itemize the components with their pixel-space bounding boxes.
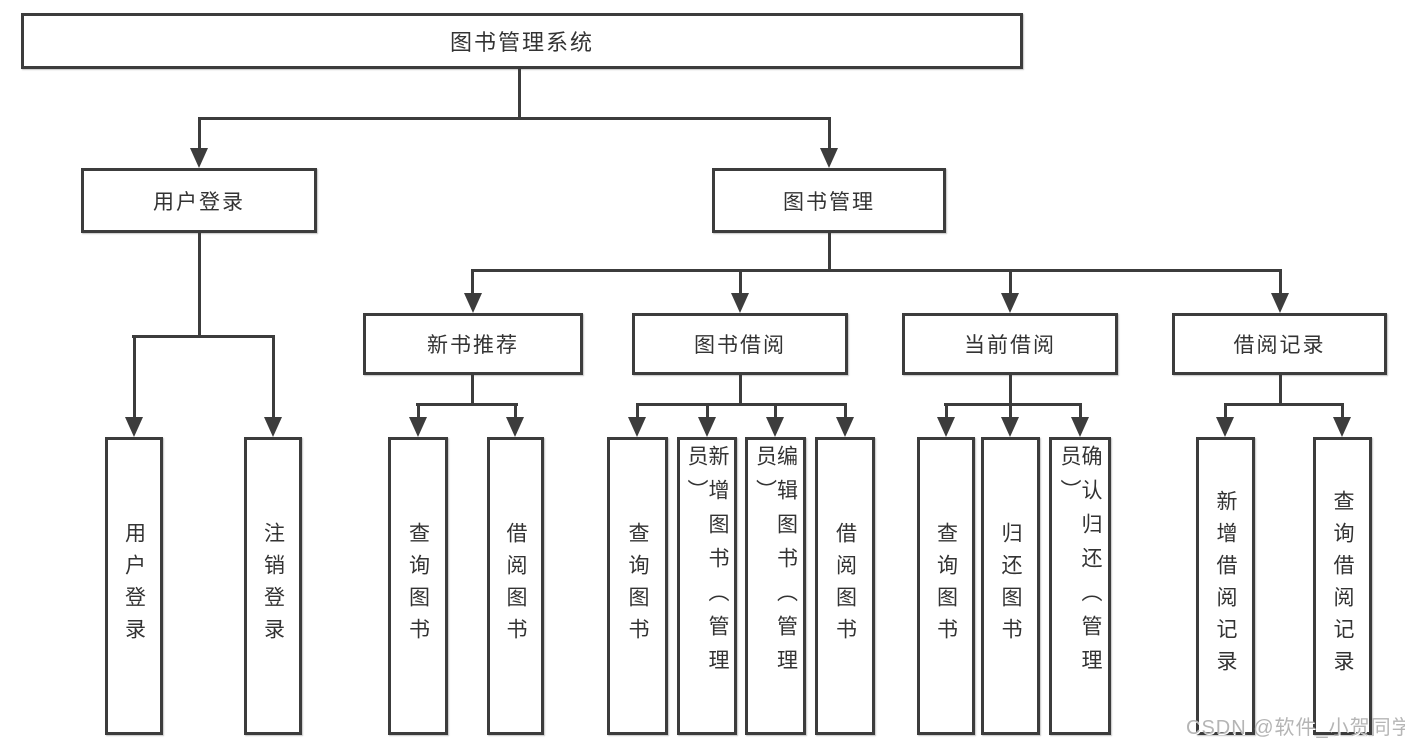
arrow-down-icon bbox=[264, 417, 282, 437]
connector-level2-rail bbox=[198, 117, 831, 120]
connector-records-stem bbox=[1279, 375, 1282, 406]
connector-drop-leaf bbox=[945, 403, 948, 420]
arrow-down-icon bbox=[506, 417, 524, 437]
node-book-borrow: 图书借阅 bbox=[632, 313, 848, 375]
node-label: 归还图书 bbox=[999, 522, 1022, 650]
connector-current-rail bbox=[944, 403, 1082, 406]
arrow-down-icon bbox=[698, 417, 716, 437]
arrow-down-icon bbox=[190, 148, 208, 168]
node-label: 用户登录 bbox=[122, 522, 146, 650]
connector-user-login-stem bbox=[198, 232, 201, 338]
connector-recommend-rail bbox=[416, 403, 518, 406]
node-label: 图书管理系统 bbox=[449, 30, 594, 55]
csdn-watermark: CSDN @软件_小贺同学 bbox=[1186, 717, 1405, 739]
connector-root-stem bbox=[518, 69, 521, 119]
connector-drop-leaf bbox=[417, 403, 420, 420]
arrow-down-icon bbox=[1333, 417, 1351, 437]
node-label: 图书借阅 bbox=[694, 334, 786, 357]
arrow-down-icon bbox=[1001, 417, 1019, 437]
leaf-borrow-books-recommend: 借阅图书 bbox=[487, 437, 544, 735]
node-label: 新书推荐 bbox=[427, 334, 519, 357]
leaf-logout: 注销登录 bbox=[244, 437, 302, 735]
arrow-down-icon bbox=[820, 148, 838, 168]
connector-drop-leaf bbox=[706, 403, 709, 420]
arrow-down-icon bbox=[766, 417, 784, 437]
connector-drop-leaf bbox=[1009, 403, 1012, 420]
leaf-edit-books-admin: 编辑图书（管理员） bbox=[745, 437, 806, 735]
node-root-library-system: 图书管理系统 bbox=[21, 13, 1023, 69]
arrow-down-icon bbox=[731, 293, 749, 313]
arrow-down-icon bbox=[1216, 417, 1234, 437]
connector-recommend-stem bbox=[471, 375, 474, 406]
node-new-book-recommend: 新书推荐 bbox=[363, 313, 583, 375]
leaf-query-borrow-record: 查询借阅记录 bbox=[1313, 437, 1372, 735]
node-label: 查询图书 bbox=[626, 522, 649, 650]
node-label: 注销登录 bbox=[261, 522, 285, 650]
connector-user-login-rail bbox=[132, 335, 275, 338]
node-label: 借阅图书 bbox=[504, 522, 527, 650]
leaf-borrow-books: 借阅图书 bbox=[815, 437, 875, 735]
arrow-down-icon bbox=[628, 417, 646, 437]
connector-book-mgmt-stem bbox=[828, 233, 831, 272]
connector-drop-leaf bbox=[636, 403, 639, 420]
arrow-down-icon bbox=[1271, 293, 1289, 313]
node-current-borrow: 当前借阅 bbox=[902, 313, 1118, 375]
connector-drop-leaf bbox=[1079, 403, 1082, 420]
node-label: 借阅图书 bbox=[833, 522, 857, 650]
node-label: 查询借阅记录 bbox=[1331, 490, 1354, 682]
connector-drop-leaf bbox=[272, 335, 275, 419]
connector-drop-leaf bbox=[844, 403, 847, 420]
leaf-return-books: 归还图书 bbox=[981, 437, 1040, 735]
connector-drop-level3 bbox=[471, 269, 474, 295]
node-borrow-records: 借阅记录 bbox=[1172, 313, 1387, 375]
arrow-down-icon bbox=[409, 417, 427, 437]
node-label: 图书管理 bbox=[783, 190, 875, 214]
connector-borrow-stem bbox=[739, 375, 742, 406]
arrow-down-icon bbox=[1001, 293, 1019, 313]
node-label: 当前借阅 bbox=[964, 334, 1056, 357]
connector-drop-leaf bbox=[774, 403, 777, 420]
node-label: 新增图书（管理员） bbox=[685, 445, 729, 683]
connector-drop-level3 bbox=[1009, 269, 1012, 295]
connector-drop-level3 bbox=[1279, 269, 1282, 295]
node-label: 查询图书 bbox=[406, 522, 430, 650]
node-label: 借阅记录 bbox=[1233, 334, 1326, 357]
connector-drop-book-mgmt bbox=[828, 117, 831, 151]
node-user-login: 用户登录 bbox=[81, 168, 317, 233]
connector-current-stem bbox=[1009, 375, 1012, 406]
leaf-query-books-recommend: 查询图书 bbox=[388, 437, 448, 735]
node-book-management: 图书管理 bbox=[712, 168, 946, 233]
connector-drop-leaf bbox=[1224, 403, 1227, 420]
node-label: 用户登录 bbox=[153, 190, 245, 214]
connector-records-rail bbox=[1224, 403, 1344, 406]
arrow-down-icon bbox=[464, 293, 482, 313]
leaf-user-login: 用户登录 bbox=[105, 437, 163, 735]
node-label: 新增借阅记录 bbox=[1214, 490, 1237, 682]
arrow-down-icon bbox=[836, 417, 854, 437]
arrow-down-icon bbox=[937, 417, 955, 437]
leaf-query-books-current: 查询图书 bbox=[917, 437, 975, 735]
arrow-down-icon bbox=[1071, 417, 1089, 437]
connector-drop-leaf bbox=[1341, 403, 1344, 420]
arrow-down-icon bbox=[125, 417, 143, 437]
connector-drop-level3 bbox=[739, 269, 742, 295]
connector-drop-user-login bbox=[198, 117, 201, 151]
leaf-add-borrow-record: 新增借阅记录 bbox=[1196, 437, 1255, 735]
connector-drop-leaf bbox=[133, 335, 136, 419]
connector-drop-leaf bbox=[514, 403, 517, 420]
node-label: 编辑图书（管理员） bbox=[753, 445, 798, 683]
node-label: 查询图书 bbox=[934, 522, 958, 650]
connector-borrow-rail bbox=[636, 403, 847, 406]
node-label: 确认归还（管理员） bbox=[1058, 445, 1102, 683]
leaf-confirm-return-admin: 确认归还（管理员） bbox=[1049, 437, 1111, 735]
leaf-query-books-borrow: 查询图书 bbox=[607, 437, 668, 735]
leaf-add-books-admin: 新增图书（管理员） bbox=[677, 437, 737, 735]
connector-level3-rail bbox=[471, 269, 1282, 272]
